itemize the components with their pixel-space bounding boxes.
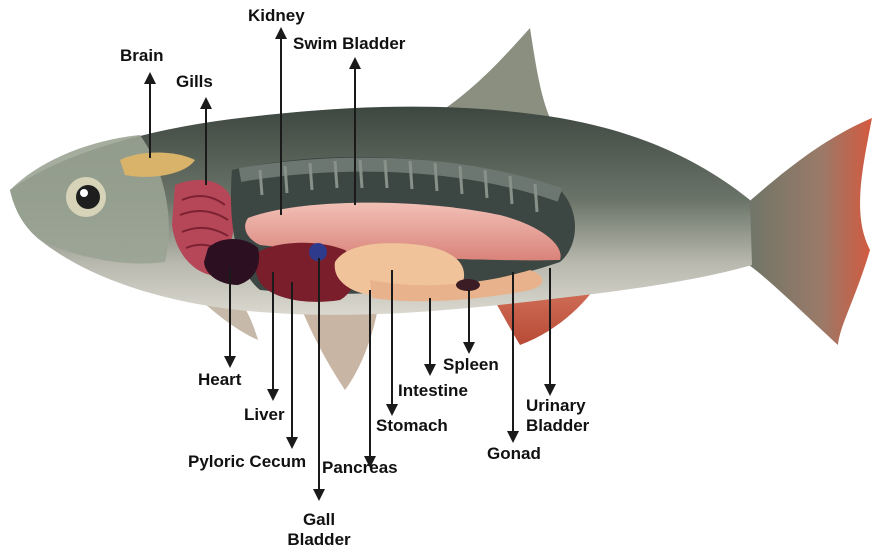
label-gall-bladder: Gall Bladder (278, 510, 360, 550)
label-gills: Gills (176, 72, 213, 92)
caudal-fin (745, 118, 872, 345)
label-pancreas: Pancreas (322, 458, 398, 478)
label-gonad: Gonad (487, 444, 541, 464)
label-brain: Brain (120, 46, 163, 66)
label-pyloric-cecum: Pyloric Cecum (188, 452, 306, 472)
label-urinary-bladder: Urinary Bladder (526, 396, 589, 436)
dorsal-fin (440, 28, 550, 118)
label-heart: Heart (198, 370, 241, 390)
label-spleen: Spleen (443, 355, 499, 375)
label-swim-bladder: Swim Bladder (293, 34, 405, 54)
pelvic-fin (300, 305, 378, 390)
label-liver: Liver (244, 405, 285, 425)
spleen-organ (456, 279, 480, 291)
label-kidney: Kidney (248, 6, 305, 26)
label-stomach: Stomach (376, 416, 448, 436)
label-intestine: Intestine (398, 381, 468, 401)
